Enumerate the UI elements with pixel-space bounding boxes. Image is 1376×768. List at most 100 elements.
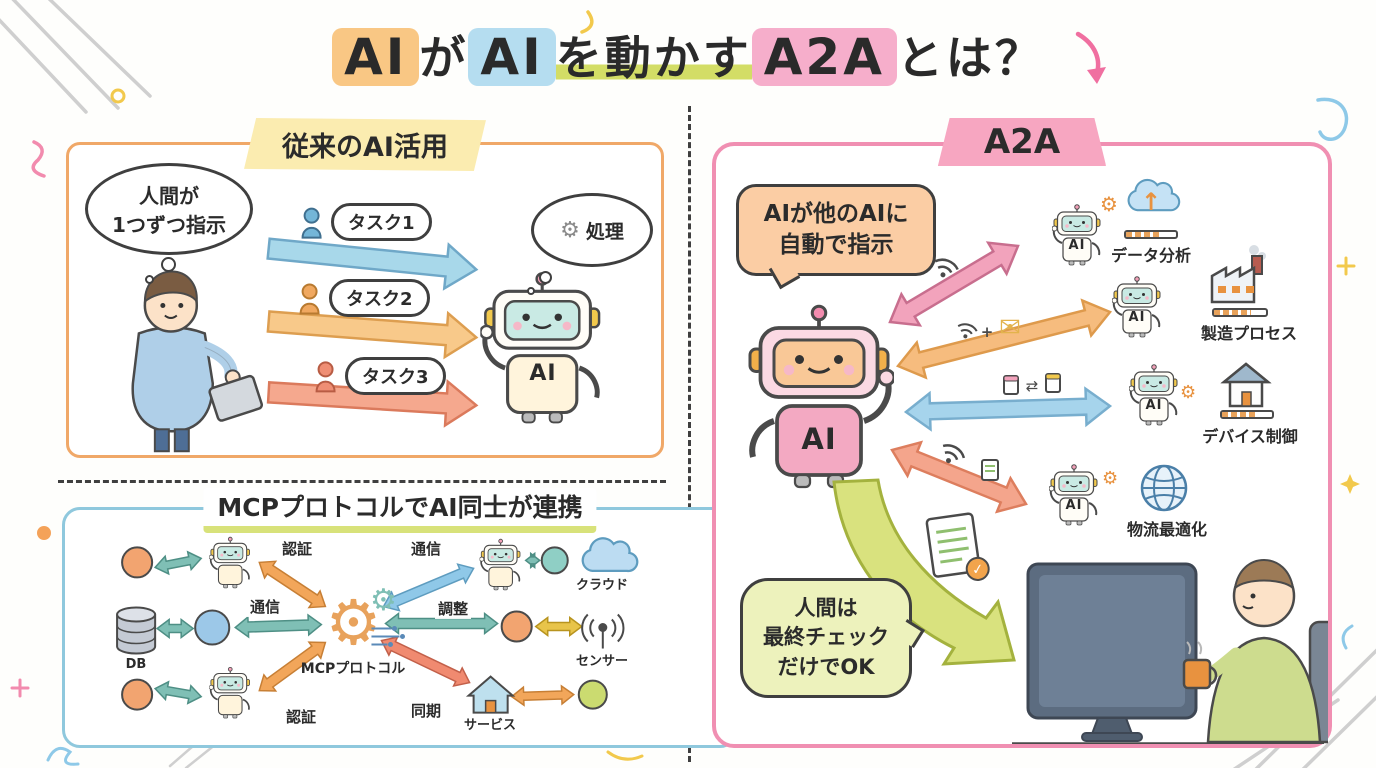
yellow-ring-doodle [110, 88, 126, 104]
globe-icon [1140, 464, 1188, 512]
mail-icon: ✉ [999, 313, 1021, 343]
circuit-lines [371, 625, 406, 648]
thought-tail-dot [145, 275, 154, 284]
ai-instruction-text: AIが他のAIに 自動で指示 [763, 200, 909, 258]
coordinate-label: 調整 [435, 598, 472, 619]
comm-arrow-left [234, 613, 323, 639]
thought-tail-dot [161, 257, 176, 272]
agent1-ai-label: AI [1068, 238, 1086, 253]
a2a-arrow-pink [888, 241, 1020, 327]
main-a2a-robot [750, 306, 894, 487]
blue-squiggle-right [1341, 624, 1354, 650]
upload-arrow-icon: ↑ [1141, 188, 1161, 216]
human-operator-figure [131, 270, 264, 453]
auth-arrow-top [258, 560, 327, 609]
agent-robot-logistics [1049, 464, 1098, 526]
title-a2a: A2A [751, 28, 897, 86]
yellow-curve-bottom [606, 750, 644, 761]
title-ga: が [419, 31, 469, 85]
title-towa: とは？ [896, 31, 1044, 85]
traditional-panel-title: 従来のAI活用 [244, 118, 486, 171]
task1-pill: タスク1 [331, 203, 432, 241]
agent4-ai-label: AI [1065, 498, 1083, 513]
sensor-label: センサー [575, 654, 628, 669]
final-check-arrow [832, 478, 1016, 666]
processing-text: 処理 [585, 220, 624, 243]
task2-arrow [266, 310, 479, 360]
progress-bar [1124, 230, 1178, 239]
cloud-icon [581, 537, 639, 573]
network-node-circle [121, 546, 154, 579]
progress-bar [1220, 410, 1274, 419]
agent3-label: デバイス制御 [1202, 427, 1298, 446]
agent3-ai-label: AI [1145, 398, 1163, 413]
network-arrow [153, 680, 203, 705]
factory-icon [1210, 245, 1266, 304]
task3-pill: タスク3 [345, 357, 446, 395]
wifi-icon [934, 258, 959, 278]
network-node-circle [500, 610, 533, 643]
human-check-text: 人間は 最終チェック だけでOK [763, 595, 889, 679]
yellow-star-right [1340, 474, 1360, 494]
a2a-arrow-orange [895, 298, 1113, 380]
task2-label: タスク2 [346, 289, 413, 310]
agent1-label: データ分析 [1110, 246, 1191, 265]
mcp-network-illustration: ⚙ ⚙ [116, 536, 639, 719]
mcp-hub-gear: ⚙ ⚙ [326, 583, 406, 659]
human-check-bubble: 人間は 最終チェック だけでOK [740, 578, 912, 698]
traditional-ai-panel: 従来のAI活用 [66, 118, 664, 458]
title-ai-orange: AI [332, 28, 420, 86]
title-ai-blue: AI [468, 28, 556, 86]
thought-tail-dot [527, 287, 535, 295]
gear-icon: ⚙ [1100, 192, 1118, 216]
a2a-panel-title: A2A [937, 118, 1107, 166]
sensor-antenna-icon [581, 613, 625, 649]
gear-icon: ⚙ [560, 217, 580, 243]
horizontal-dashed-divider [58, 480, 666, 483]
plus-icon: + [981, 323, 994, 341]
task1-label: タスク1 [348, 213, 415, 234]
house-icon [1220, 362, 1272, 408]
comm-arrow-right [382, 563, 475, 612]
traditional-ai-robot [480, 273, 599, 422]
agent4-label: 物流最適化 [1126, 520, 1207, 539]
comm-right-label: 通信 [408, 538, 445, 559]
network-arrow [510, 684, 576, 707]
orange-dot-doodle [37, 526, 51, 540]
a2a-arrow-salmon [890, 440, 1028, 514]
human-thought-bubble: 人間が 1つずつ指示 [85, 163, 253, 255]
progress-bar [1212, 308, 1268, 317]
gear-icon: ⚙ [1180, 382, 1197, 403]
ai-instruction-bubble: AIが他のAIに 自動で指示 [736, 184, 936, 276]
blue-curl-bottom-left [46, 746, 80, 766]
service-label: サービス [463, 718, 516, 733]
file-transfer-icon: ⇄ [1003, 373, 1061, 395]
mcp-protocol-panel: MCPプロトコルでAI同士が連携 ⚙ [62, 488, 738, 748]
db-label: DB [125, 657, 147, 672]
agent-robot-manufacturing [1112, 276, 1161, 338]
note-icon [981, 459, 999, 481]
mcp-panel-title: MCPプロトコルでAI同士が連携 [203, 488, 597, 533]
vertical-dashed-divider [688, 106, 691, 762]
auth-bottom-label: 認証 [283, 706, 320, 727]
network-arrow [524, 551, 541, 569]
task2-person-icon [299, 283, 320, 315]
processing-thought-bubble: ⚙ 処理 [531, 193, 653, 267]
human-at-desk-figure [1012, 558, 1328, 744]
coffee-cup [1182, 658, 1212, 690]
a2a-panel: A2A + ✉ ⇄ [712, 118, 1332, 748]
task1-person-icon [301, 207, 322, 239]
auth-arrow-bottom [258, 641, 327, 692]
blue-curl-top-right [1316, 97, 1349, 141]
main-robot-ai-label: AI [801, 422, 837, 456]
agent2-ai-label: AI [1128, 310, 1146, 325]
comm-left-label: 通信 [247, 596, 284, 617]
network-node-circle [540, 546, 569, 575]
network-node-circle [121, 678, 154, 711]
sync-arrow [380, 636, 471, 688]
agent-robot-device-control [1129, 364, 1178, 426]
wifi-icon [942, 444, 966, 464]
task3-label: タスク3 [362, 367, 429, 388]
